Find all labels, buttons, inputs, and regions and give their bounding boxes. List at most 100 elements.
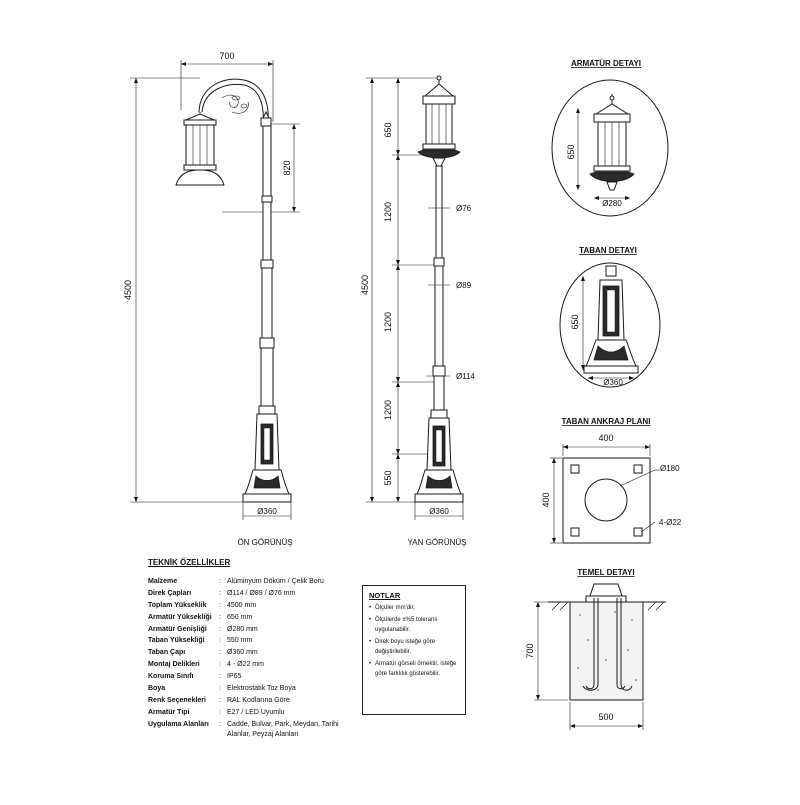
foundation-detail: TEMEL DETAYI 700 (525, 568, 666, 730)
front-view-label: ÖN GÖRÜNÜŞ (237, 538, 292, 547)
technical-specs: TEKNİK ÖZELLİKLER Malzeme:Alüminyum Dökü… (148, 558, 353, 741)
spec-value: 4 - Ø22 mm (227, 661, 264, 669)
side-seg-1200-c: 1200 (383, 400, 393, 420)
side-seg-650: 650 (383, 122, 393, 137)
anchor-height: 400 (541, 492, 551, 507)
bullet-icon: • (369, 605, 372, 611)
spec-sep: : (219, 637, 221, 645)
spec-row: Koruma Sınıfı: IP65 (148, 671, 353, 683)
spec-label: Uygulama Alanları (148, 720, 209, 728)
bullet-icon: • (369, 617, 372, 623)
spec-label: Renk Seçenekleri (148, 696, 206, 704)
spec-value: RAL Kodlarına Göre (227, 696, 290, 704)
spec-value: Ø114 / Ø89 / Ø76 mm (227, 589, 296, 597)
armature-detail: ARMATÜR DETAYI 650 Ø280 (551, 59, 669, 217)
spec-value: Elektrostatik Toz Boya (227, 685, 296, 693)
armature-diam: Ø280 (602, 199, 622, 208)
notes-box: NOTLAR •Ölçüler mm'dir. •Ölçülerde ±%5 t… (362, 585, 466, 715)
front-lantern-dim: 820 (282, 160, 292, 175)
spec-sep: : (219, 720, 221, 728)
spec-value: E27 / LED Uyumlu (227, 708, 285, 716)
spec-label: Direk Çapları (148, 589, 192, 597)
spec-sep: : (219, 673, 221, 681)
spec-row: Toplam Yükseklik:4500 mm (148, 600, 353, 612)
spec-sep: : (219, 649, 221, 657)
spec-value: Ø280 mm (227, 625, 258, 633)
front-view: 700 4500 820 (123, 51, 300, 547)
spec-row: Uygulama Alanları: Cadde, Bulvar, Park, M… (148, 719, 353, 741)
spec-label: Koruma Sınıfı (148, 673, 194, 681)
side-height-dim: 4500 (360, 275, 370, 295)
side-view-label: YAN GÖRÜNÜŞ (408, 538, 467, 547)
foundation-width: 500 (598, 712, 613, 722)
foundation-title: TEMEL DETAYI (577, 568, 634, 577)
note-item: •Armatür görseli örnektir, isteğe göre f… (369, 659, 459, 679)
armature-height: 650 (566, 144, 576, 159)
spec-sep: : (219, 601, 221, 609)
base-height: 650 (570, 314, 580, 329)
spec-label: Boya (148, 685, 166, 693)
bullet-icon: • (369, 661, 372, 667)
note-text: Ölçüler mm'dir. (375, 605, 415, 611)
front-base-dim: Ø360 (257, 507, 277, 516)
note-item: •Ölçülerde ±%5 tolerans uygulanabilir. (369, 615, 459, 635)
spec-sep: : (219, 578, 221, 585)
spec-row: Renk Seçenekleri: RAL Kodlarına Göre (148, 695, 353, 707)
side-view: 4500 650 1200 1200 1200 550 (360, 75, 476, 547)
side-d114: Ø114 (456, 372, 476, 381)
front-width-dim: 700 (219, 51, 234, 61)
spec-label: Armatür Tipi (148, 708, 190, 716)
spec-value: Cadde, Bulvar, Park, Meydan, Tarihi Alan… (227, 720, 339, 738)
note-item: •Direk boyu isteğe göre değiştirilebilir… (369, 637, 459, 657)
spec-label: Toplam Yükseklik (148, 601, 207, 609)
spec-label: Montaj Delikleri (148, 661, 200, 669)
side-seg-1200-a: 1200 (383, 202, 393, 222)
note-text: Ölçülerde ±%5 tolerans uygulanabilir. (375, 617, 438, 633)
spec-row: Boya: Elektrostatik Toz Boya (148, 683, 353, 695)
spec-row: Armatür Yüksekliği:650 mm (148, 612, 353, 624)
note-text: Armatür görseli örnektir, isteğe göre fa… (375, 661, 457, 677)
anchor-hole: Ø180 (660, 464, 680, 473)
spec-value: 550 mm (227, 637, 253, 645)
side-seg-1200-b: 1200 (383, 312, 393, 332)
spec-sep: : (219, 708, 221, 716)
spec-label: Armatür Yüksekliği (148, 613, 212, 621)
base-detail-title: TABAN DETAYI (579, 246, 637, 255)
spec-sep: : (219, 696, 221, 704)
spec-label: Taban Çapı (148, 649, 186, 657)
base-detail: TABAN DETAYI 650 Ø360 (559, 246, 661, 388)
spec-sep: : (219, 613, 221, 621)
spec-row: Armatür Tipi: E27 / LED Uyumlu (148, 707, 353, 719)
spec-row: Armatür Genişliği: Ø280 mm (148, 624, 353, 636)
spec-label: Malzeme (148, 578, 178, 585)
anchor-width: 400 (598, 433, 613, 443)
spec-row: Montaj Delikleri:4 - Ø22 mm (148, 659, 353, 671)
note-text: Direk boyu isteğe göre değiştirilebilir. (375, 639, 436, 655)
spec-row: Taban Çapı:Ø360 mm (148, 647, 353, 659)
spec-row: Taban Yüksekliği:550 mm (148, 635, 353, 647)
spec-label: Armatür Genişliği (148, 625, 207, 633)
spec-sep: : (219, 589, 221, 597)
base-diam: Ø360 (603, 378, 623, 387)
foundation-height: 700 (525, 643, 535, 658)
spec-value: 4500 mm (227, 601, 257, 609)
side-d76: Ø76 (456, 204, 472, 213)
anchor-plan-title: TABAN ANKRAJ PLANI (562, 417, 651, 426)
spec-sep: : (219, 625, 221, 633)
spec-sep: : (219, 661, 221, 669)
spec-row: Malzeme:Alüminyum Döküm / Çelik Boru (148, 576, 353, 588)
spec-sep: : (219, 685, 221, 693)
notes-title: NOTLAR (369, 591, 401, 600)
side-base-dim: Ø360 (429, 507, 449, 516)
spec-row: Direk Çapları: Ø114 / Ø89 / Ø76 mm (148, 588, 353, 600)
specs-title: TEKNİK ÖZELLİKLER (148, 558, 231, 567)
spec-value: IP65 (227, 673, 242, 681)
side-d89: Ø89 (456, 281, 472, 290)
side-seg-550: 550 (383, 470, 393, 485)
anchor-bolts: 4-Ø22 (659, 518, 682, 527)
armature-detail-title: ARMATÜR DETAYI (571, 59, 641, 68)
note-item: •Ölçüler mm'dir. (369, 603, 459, 613)
bullet-icon: • (369, 639, 372, 645)
spec-value: 650 mm (227, 613, 253, 621)
